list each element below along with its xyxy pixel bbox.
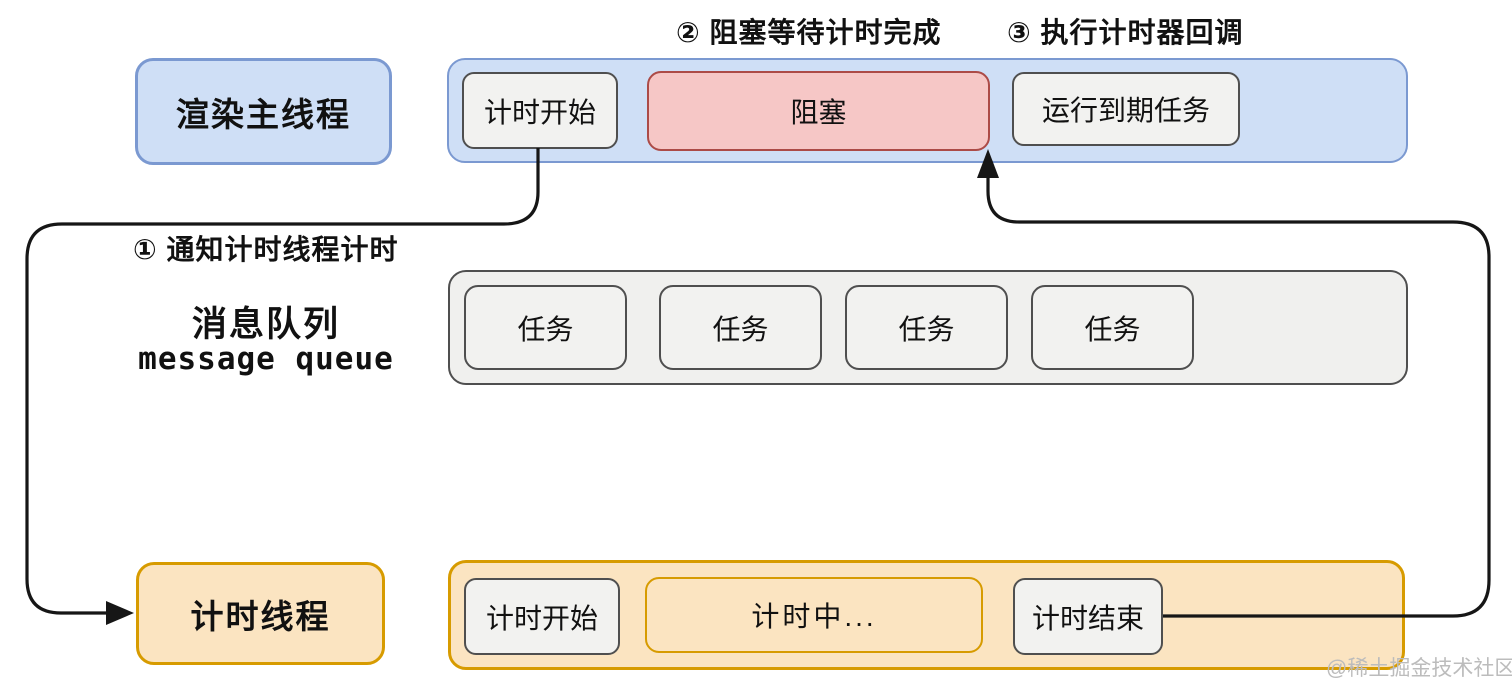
timer-thread-title: 计时线程 [190, 597, 331, 635]
task-label: 任务 [1084, 313, 1141, 345]
task-label: 任务 [517, 313, 574, 345]
timing-done-arrow-path [986, 174, 1491, 618]
main-thread-title: 渲染主线程 [176, 95, 351, 133]
main-thread-title-box: 渲染主线程 [135, 58, 392, 165]
timer-thread-block-timing-start: 计时开始 [464, 578, 620, 655]
block-label: 计时中... [751, 601, 877, 632]
message-queue-title-cn: 消息队列 [191, 305, 340, 344]
message-queue-title-en: message queue [138, 341, 394, 377]
main-thread-block-blocked: 阻塞 [647, 71, 990, 151]
task-label: 任务 [898, 313, 955, 345]
queue-task-1: 任务 [464, 285, 627, 370]
main-thread-block-timing-start: 计时开始 [462, 72, 618, 149]
block-label: 计时开始 [483, 96, 596, 128]
label-step1-notify-timer: ① 通知计时线程计时 [133, 234, 399, 265]
label-step3-run-callback: ③ 执行计时器回调 [1007, 17, 1244, 48]
timer-thread-title-box: 计时线程 [136, 562, 385, 665]
block-label: 运行到期任务 [1041, 95, 1210, 126]
queue-task-2: 任务 [659, 285, 822, 370]
timer-thread-block-timing: 计时中... [645, 577, 983, 653]
block-label: 阻塞 [790, 97, 847, 128]
label-step2-block-wait: ② 阻塞等待计时完成 [676, 17, 942, 48]
watermark: @稀土掘金技术社区 [1326, 657, 1512, 680]
block-label: 计时结束 [1031, 602, 1144, 634]
main-thread-block-run-due-tasks: 运行到期任务 [1012, 72, 1240, 146]
block-label: 计时开始 [485, 602, 598, 634]
notify-timer-arrowhead [106, 601, 134, 625]
task-label: 任务 [712, 313, 769, 345]
queue-task-3: 任务 [845, 285, 1008, 370]
queue-task-4: 任务 [1031, 285, 1194, 370]
timer-thread-block-timing-end: 计时结束 [1013, 578, 1163, 655]
